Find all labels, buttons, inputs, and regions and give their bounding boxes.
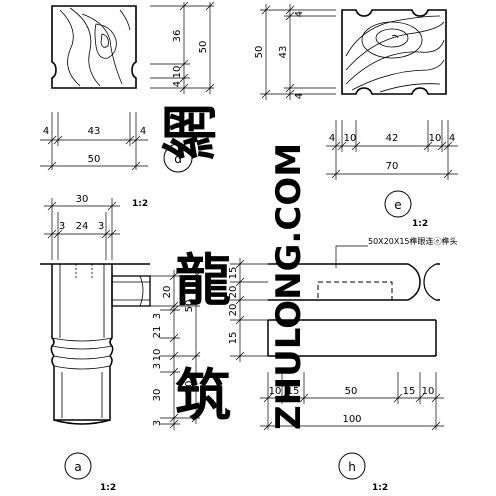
panel-a-dim-top-4: 3	[98, 221, 104, 232]
panel-a-dim-v-8: 30	[152, 389, 163, 402]
panel-d-dim-v-3: 10	[172, 66, 183, 79]
panel-e-dim-v-4: 4	[294, 93, 305, 99]
panel-e-scale: 1:2	[412, 219, 428, 229]
panel-e: 4 50 43 4	[254, 4, 458, 229]
panel-e-dim-h-3: 42	[386, 133, 399, 144]
panel-d-dim-h-3: 4	[140, 126, 146, 137]
panel-e-dim-v-1: 4	[294, 11, 305, 17]
watermark-char-2: 龍	[175, 249, 231, 314]
panel-h-note: 50X20X15榫眼连ⓔ榫头	[368, 236, 458, 246]
panel-h-dim-h-4: 15	[403, 386, 416, 397]
panel-d-dim-v-4: 4	[172, 81, 183, 87]
panel-a-dim-top-2: 3	[59, 221, 65, 232]
panel-h-dim-v-4: 15	[228, 332, 239, 345]
panel-h-label-circle	[338, 452, 366, 480]
panel-e-dim-h-6: 70	[386, 161, 399, 172]
panel-a-top-dims	[44, 198, 120, 260]
panel-h-upper-member	[268, 263, 440, 301]
panel-a-dim-v-2: 50	[184, 300, 195, 313]
panel-e-vertical-dims	[260, 4, 336, 100]
panel-a-dim-v-3: 3	[152, 313, 163, 319]
panel-d: 36 50 10 4 4 43 4 50 d	[40, 1, 215, 173]
panel-d-dim-v-1: 36	[172, 30, 183, 43]
panel-d-vertical-dims	[150, 1, 215, 94]
panel-a: 30 3 24 3 1:2	[40, 194, 201, 493]
panel-a-dim-v-7: 70	[184, 381, 195, 394]
panel-h-lower-member	[267, 319, 437, 357]
panel-h-dim-v-2: 20	[228, 286, 239, 299]
panel-e-wood-grain	[345, 15, 445, 93]
panel-a-label: a	[74, 460, 81, 474]
panel-e-dim-h-2: 10	[344, 133, 357, 144]
panel-a-leg	[40, 263, 150, 425]
panel-a-tenon	[75, 264, 151, 307]
panel-e-profile	[341, 9, 447, 95]
panel-a-dim-v-5: 10	[152, 349, 163, 362]
panel-a-dim-v-9: 3	[152, 420, 163, 426]
panel-e-horizontal-dims	[326, 120, 458, 180]
watermark-char-1: 筑	[175, 364, 231, 429]
panel-d-dim-v-2: 50	[198, 41, 209, 54]
panel-d-label: d	[174, 152, 182, 166]
panel-h-dim-h-5: 10	[422, 386, 435, 397]
panel-e-dim-h-4: 10	[429, 133, 442, 144]
panel-d-profile	[51, 5, 137, 89]
panel-e-dim-h-1: 4	[329, 133, 335, 144]
panel-a-label-circle	[64, 452, 92, 480]
panel-d-label-circle	[163, 143, 193, 173]
panel-h-horizontal-dims	[260, 372, 444, 431]
panel-h-dim-h-2: 15	[287, 386, 300, 397]
panel-e-dim-h-5: 4	[449, 133, 455, 144]
panel-a-top-scale: 1:2	[132, 199, 148, 209]
panel-h-dim-h-3: 50	[345, 386, 358, 397]
panel-h-note-leader	[335, 245, 368, 268]
panel-a-dim-v-1: 20	[162, 286, 173, 299]
panel-h-dim-h-1: 10	[269, 386, 282, 397]
panel-a-dim-top-3: 24	[76, 221, 89, 232]
panel-h-scale: 1:2	[372, 483, 388, 493]
panel-h-label: h	[348, 460, 356, 474]
watermark-url: ZHULONG.COM	[269, 143, 309, 430]
panel-h-dim-v-3: 20	[228, 304, 239, 317]
panel-h-dim-v-1: 15	[228, 267, 239, 280]
panel-d-dim-h-1: 4	[43, 126, 49, 137]
panel-a-scale: 1:2	[100, 483, 116, 493]
panel-a-dim-v-6: 3	[152, 363, 163, 369]
panel-e-dim-v-2: 50	[254, 46, 265, 59]
panel-h-dim-h-6: 100	[342, 414, 361, 425]
panel-e-dim-v-3: 43	[278, 46, 289, 59]
panel-d-dim-h-4: 50	[88, 154, 101, 165]
panel-a-dim-top-1: 30	[76, 194, 89, 205]
panel-h: 50X20X15榫眼连ⓔ榫头	[228, 236, 458, 493]
panel-h-vertical-dims	[230, 258, 268, 362]
watermark-char-3: 網	[159, 104, 224, 160]
panel-d-wood-grain	[59, 7, 131, 87]
panel-d-dim-h-2: 43	[88, 126, 101, 137]
panel-a-vertical-dims	[150, 270, 201, 430]
panel-d-horizontal-dims	[40, 112, 148, 171]
panel-a-dim-v-4: 21	[152, 326, 163, 339]
watermark: 網 龍 筑 ZHULONG.COM	[159, 104, 309, 430]
panel-e-label-circle	[384, 190, 412, 218]
panel-e-label: e	[394, 198, 401, 212]
